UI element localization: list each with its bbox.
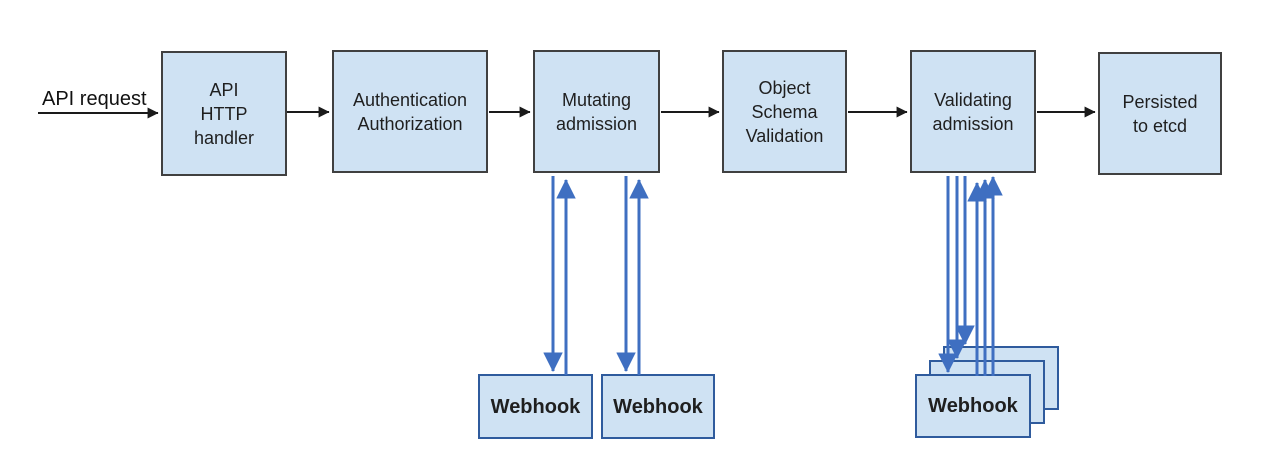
- node-webhook-mutating-1: Webhook: [478, 374, 593, 439]
- api-request-label: API request: [42, 88, 147, 110]
- node-label: Validating admission: [932, 89, 1014, 134]
- node-mutating-admission: Mutating admission: [533, 50, 660, 173]
- node-label: Webhook: [928, 395, 1018, 417]
- node-webhook-mutating-2: Webhook: [601, 374, 715, 439]
- node-label: Persisted to etcd: [1122, 91, 1198, 136]
- node-label: Mutating admission: [555, 89, 638, 134]
- mutating-webhook-arrows: [543, 176, 649, 375]
- node-label: Webhook: [613, 395, 703, 418]
- node-label: Webhook: [490, 395, 581, 418]
- node-label: Object Schema Validation: [745, 77, 824, 146]
- node-webhook-validating-front: Webhook: [915, 374, 1031, 438]
- node-api-http-handler: API HTTP handler: [161, 51, 287, 176]
- node-authentication-authorization: Authentication Authorization: [332, 50, 488, 173]
- node-validating-admission: Validating admission: [910, 50, 1036, 173]
- node-object-schema-validation: Object Schema Validation: [722, 50, 847, 173]
- node-persisted-to-etcd: Persisted to etcd: [1098, 52, 1222, 175]
- node-label: API HTTP handler: [193, 79, 255, 148]
- node-label: Authentication Authorization: [352, 89, 468, 134]
